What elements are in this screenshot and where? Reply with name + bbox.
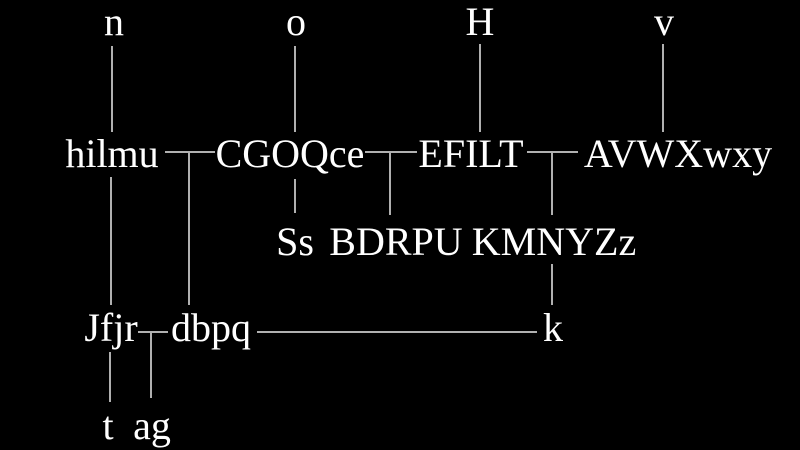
node-KMNYZz: KMNYZz	[471, 219, 637, 264]
edge-EFILT-AVWXwxy-line	[527, 151, 578, 153]
edge-v-AVWXwxy-line	[662, 44, 664, 132]
node-H: H	[465, 0, 495, 44]
edge-junction-ag-line	[150, 332, 152, 398]
node-BDRPU: BDRPU	[329, 219, 463, 264]
node-hilmu: hilmu	[65, 131, 159, 176]
node-CGOQce: CGOQce	[215, 131, 365, 176]
node-o: o	[286, 0, 306, 44]
node-n: n	[104, 0, 124, 44]
node-dbpq: dbpq	[171, 305, 251, 350]
edge-dbpq-k-line	[257, 331, 537, 333]
edge-CGOQce-EFILT-line	[365, 151, 417, 153]
node-v: v	[654, 0, 674, 44]
edge-Jfjr-t-line	[109, 352, 111, 402]
edge-hilmu-CGOQce-line	[165, 151, 215, 153]
node-t: t	[102, 403, 114, 448]
edge-Jfjr-dbpq-line	[138, 331, 168, 333]
edge-junction-KMNYZz-line	[551, 152, 553, 215]
edge-H-EFILT-line	[479, 44, 481, 132]
node-Jfjr: Jfjr	[84, 305, 138, 350]
edge-junction-BDRPU-line	[389, 152, 391, 215]
node-EFILT: EFILT	[418, 131, 524, 176]
edge-KMNYZz-k-line	[551, 264, 553, 305]
edge-n-hilmu-line	[111, 46, 113, 132]
node-ag: ag	[133, 403, 171, 448]
edge-junction-dbpq-line	[188, 152, 190, 305]
edge-CGOQce-Ss-line	[294, 179, 296, 213]
node-AVWXwxy: AVWXwxy	[583, 131, 773, 176]
edge-o-CGOQce-line	[294, 46, 296, 132]
node-k: k	[543, 305, 563, 350]
node-Ss: Ss	[276, 219, 314, 264]
edge-hilmu-Jfjr-line	[110, 177, 112, 305]
